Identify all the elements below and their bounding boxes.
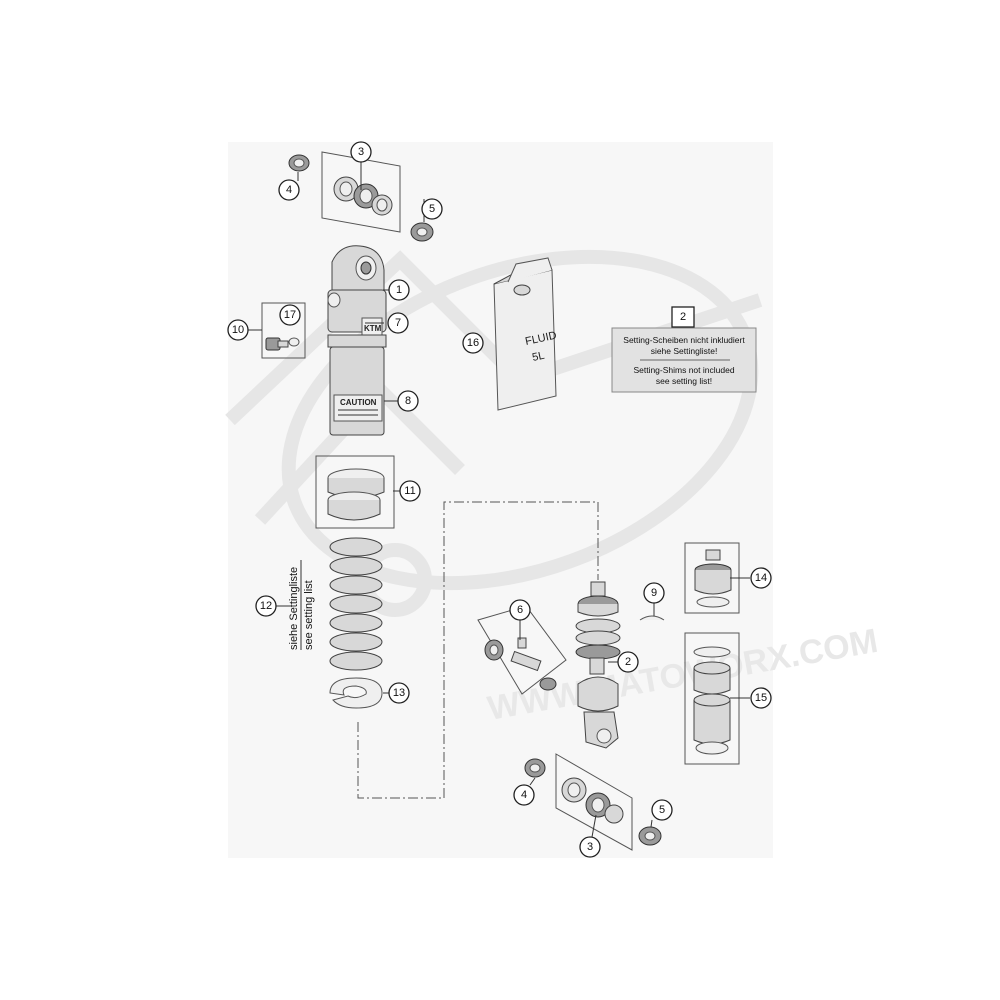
fluid-can: FLUID 5L xyxy=(493,257,558,411)
fluid-can-text-2: 5L xyxy=(531,350,545,364)
bushing-kit-bottom xyxy=(524,753,662,851)
svg-text:3: 3 xyxy=(358,146,364,158)
callout: 2 xyxy=(617,651,639,673)
callout: 10 xyxy=(227,319,249,341)
svg-text:6: 6 xyxy=(517,604,523,616)
watermark: WWW.MATOWORX.COM xyxy=(225,142,881,858)
svg-text:5: 5 xyxy=(659,804,665,816)
callout: 17 xyxy=(279,304,301,326)
bleed-screw-kit xyxy=(261,302,306,359)
setting-shims-note: Setting-Scheiben nicht inkludiert siehe … xyxy=(611,318,757,393)
reservoir-kit xyxy=(684,632,740,765)
callout: 16 xyxy=(462,332,484,354)
svg-text:14: 14 xyxy=(755,572,767,584)
callout: 4 xyxy=(513,784,535,806)
callout: 11 xyxy=(399,480,421,502)
preload-adjuster-kit xyxy=(315,455,395,529)
callout: 2 xyxy=(671,306,695,328)
callout: 4 xyxy=(278,179,300,201)
note-de-line-1: Setting-Scheiben nicht inkludiert xyxy=(623,335,745,345)
bushing-kit-top xyxy=(288,151,434,242)
svg-text:9: 9 xyxy=(651,587,657,599)
svg-text:17: 17 xyxy=(284,309,296,321)
svg-text:3: 3 xyxy=(587,841,593,853)
svg-text:11: 11 xyxy=(404,485,415,497)
svg-text:2: 2 xyxy=(625,656,631,668)
caution-label: CAUTION xyxy=(340,398,377,407)
svg-text:1: 1 xyxy=(396,284,402,296)
callout: 8 xyxy=(397,390,419,412)
callout: 6 xyxy=(509,599,531,621)
svg-text:13: 13 xyxy=(393,687,405,699)
svg-text:12: 12 xyxy=(260,600,272,612)
svg-text:KTM: KTM xyxy=(364,324,382,333)
spring-note-en: see setting list xyxy=(303,580,315,650)
callout: 12 xyxy=(255,595,277,617)
leader-lines xyxy=(248,162,750,838)
note-de-line-2: siehe Settingliste! xyxy=(651,346,718,356)
callout: 3 xyxy=(579,836,601,858)
spring-retainer xyxy=(329,677,383,709)
svg-text:15: 15 xyxy=(755,692,767,704)
svg-text:16: 16 xyxy=(467,337,479,349)
callout: 5 xyxy=(651,799,673,821)
callout: 7 xyxy=(387,312,409,334)
spring: siehe Settingliste see setting list xyxy=(288,537,383,671)
svg-text:4: 4 xyxy=(521,789,527,801)
svg-text:4: 4 xyxy=(286,184,292,196)
svg-text:10: 10 xyxy=(232,324,244,336)
callout: 5 xyxy=(421,198,443,220)
spring-note-de: siehe Settingliste xyxy=(288,567,300,650)
svg-text:5: 5 xyxy=(429,203,435,215)
svg-text:8: 8 xyxy=(405,395,411,407)
callout: 9 xyxy=(643,582,665,604)
assembly-link xyxy=(357,501,599,799)
callout: 13 xyxy=(388,682,410,704)
valve-kit xyxy=(477,605,567,695)
svg-text:7: 7 xyxy=(395,317,401,329)
note-en-line-2: see setting list! xyxy=(656,376,712,386)
callout: 15 xyxy=(750,687,772,709)
compression-adjuster-kit xyxy=(684,542,740,614)
shock-absorber-body: KTM CAUTION xyxy=(327,245,387,436)
callout: 14 xyxy=(750,567,772,589)
svg-text:2: 2 xyxy=(680,311,686,323)
callout: 3 xyxy=(350,141,372,163)
callout: 1 xyxy=(388,279,410,301)
damper-rod-assembly xyxy=(575,581,621,749)
circlip xyxy=(639,615,665,621)
note-en-line-1: Setting-Shims not included xyxy=(633,365,734,375)
